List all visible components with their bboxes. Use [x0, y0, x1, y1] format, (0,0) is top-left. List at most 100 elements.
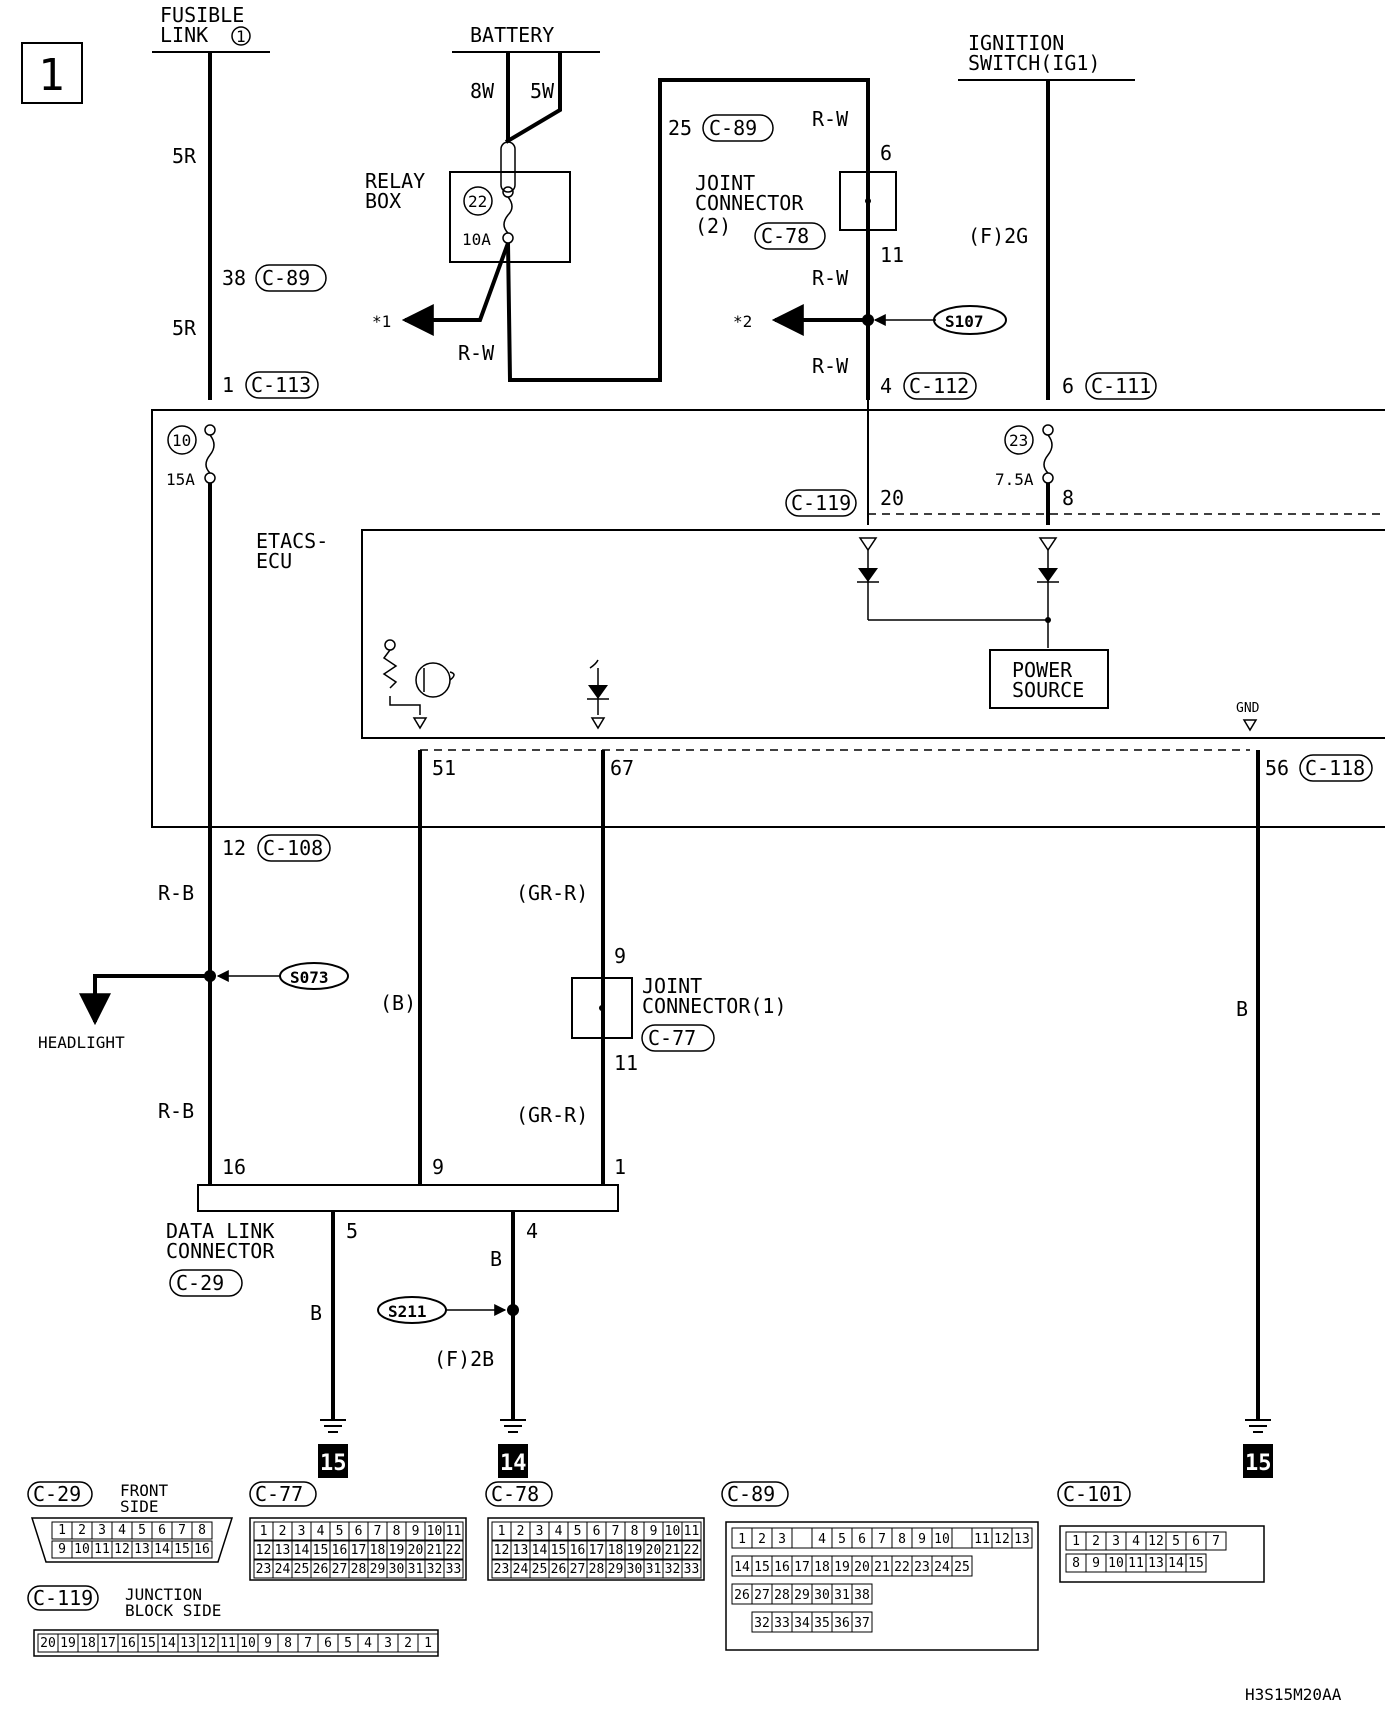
cv-c29-pin: 8 [198, 1523, 206, 1538]
cv-c101-pin: 13 [1148, 1556, 1164, 1571]
fuse-10-num: 10 [172, 431, 191, 450]
cv-c101-pin: 10 [1108, 1556, 1124, 1571]
cv-c77-pin: 32 [427, 1562, 443, 1577]
cv-c78-pin: 30 [627, 1562, 643, 1577]
data-link-connector [197, 1184, 619, 1212]
splice-s073 [279, 962, 349, 990]
cv-c119-side-2: BLOCK SIDE [125, 1601, 221, 1620]
gnd-label: GND [1236, 701, 1260, 716]
cv-c77-pin: 8 [393, 1524, 401, 1539]
joint1-conn: C-77 [648, 1026, 696, 1050]
pin-j1-11: 11 [614, 1051, 638, 1075]
wire-rw-relay-label: R-W [458, 341, 495, 365]
cv-c78-pin: 6 [593, 1524, 601, 1539]
cv-c29-pin: 1 [58, 1523, 66, 1538]
cv-c78-pin: 8 [631, 1524, 639, 1539]
cv-c119-pin: 2 [404, 1636, 412, 1651]
etacs-ecu-box [361, 529, 1385, 739]
cv-c119-pin: 3 [384, 1636, 392, 1651]
cv-c101-pin: 12 [1148, 1534, 1164, 1549]
cv-c77-pin: 16 [332, 1543, 348, 1558]
wire-5w-diag [504, 52, 562, 144]
cv-c78-pin: 25 [532, 1562, 548, 1577]
wire-rw-mid-label: R-W [812, 266, 849, 290]
joint2-conn: C-78 [761, 224, 809, 248]
pin-c108: 12 [222, 836, 246, 860]
cv-c29-pin: 12 [114, 1542, 130, 1557]
cv-c89-pin: 18 [814, 1560, 830, 1575]
cv-c101-pin: 14 [1168, 1556, 1184, 1571]
conn-c108: C-108 [263, 836, 323, 860]
cv-c119-pin: 1 [424, 1636, 432, 1651]
ground-15-badge [318, 1444, 348, 1478]
cv-c77-shell [249, 1517, 467, 1581]
cv-c77-cell [443, 1540, 464, 1560]
cv-c119-pin: 8 [284, 1636, 292, 1651]
cv-c89-name: C-89 [727, 1482, 775, 1506]
ground-symbol-2 [500, 1419, 526, 1433]
joint2-label-2: CONNECTOR [695, 191, 804, 215]
cv-c119-pin: 17 [100, 1636, 116, 1651]
cv-c29-pin: 16 [194, 1542, 210, 1557]
cv-c89-pin: 21 [874, 1560, 890, 1575]
cv-c89-pin: 26 [734, 1588, 750, 1603]
wire-rw-loop [506, 78, 870, 400]
cv-c89-shell [725, 1521, 1039, 1651]
fusible-link-label-2: LINK [160, 23, 208, 47]
cv-c77-pin: 12 [256, 1543, 272, 1558]
headlight-label: HEADLIGHT [38, 1033, 125, 1052]
pin-j1-9: 9 [614, 944, 626, 968]
wire-grr-label: (GR-R) [516, 881, 588, 905]
dlc-pin-5: 5 [346, 1219, 358, 1243]
cv-c77-cell [443, 1559, 464, 1579]
cv-c77-pin: 22 [446, 1543, 462, 1558]
cv-c101-pin: 6 [1192, 1534, 1200, 1549]
cv-c77-pin: 20 [408, 1543, 424, 1558]
wire-5r-label: 5R [172, 144, 197, 168]
cv-c29-pin: 4 [118, 1523, 126, 1538]
cv-c78-pin: 26 [551, 1562, 567, 1577]
diagram-code: H3S15M20AA [1245, 1685, 1342, 1704]
ground-15: 15 [320, 1451, 347, 1476]
ground-14: 14 [500, 1451, 527, 1476]
cv-c78-cell [681, 1521, 702, 1541]
cv-c78-pin: 28 [589, 1562, 605, 1577]
cv-c119-pin: 10 [240, 1636, 256, 1651]
cv-c77-pin: 26 [313, 1562, 329, 1577]
cv-c89-pin: 2 [758, 1532, 766, 1547]
cv-c119-pin: 4 [364, 1636, 372, 1651]
cv-c101-shell [1059, 1525, 1265, 1583]
cv-c101-pin: 4 [1132, 1534, 1140, 1549]
cv-c89-pin: 14 [734, 1560, 750, 1575]
cv-c89-cell [851, 1611, 873, 1633]
cv-c78-pin: 24 [513, 1562, 529, 1577]
cv-c77-pin: 9 [412, 1524, 420, 1539]
conn-c119: C-119 [791, 491, 851, 515]
cv-c78-pin: 14 [532, 1543, 548, 1558]
cv-c119-pin: 6 [324, 1636, 332, 1651]
ground-symbol-3 [1245, 1419, 1271, 1433]
battery-label: BATTERY [470, 23, 554, 47]
wire-b5-label: B [310, 1301, 322, 1325]
cv-c89-pin: 23 [914, 1560, 930, 1575]
pin-c119-8: 8 [1062, 486, 1074, 510]
wire-f2g-label: (F)2G [968, 224, 1028, 248]
splice-s107 [933, 305, 1007, 335]
cv-c78-pin: 33 [684, 1562, 700, 1577]
cv-c77-pin: 2 [279, 1524, 287, 1539]
cv-c89-pin: 33 [774, 1616, 790, 1631]
cv-c119-pin: 12 [200, 1636, 216, 1651]
cv-c89-cell [951, 1527, 973, 1549]
cv-c78-pin: 23 [494, 1562, 510, 1577]
relay-box-label-2: BOX [365, 189, 401, 213]
cv-c101-pin: 1 [1072, 1534, 1080, 1549]
cv-c89-pin: 12 [994, 1532, 1010, 1547]
cv-c101-pin: 15 [1188, 1556, 1204, 1571]
cv-c101-name: C-101 [1063, 1482, 1123, 1506]
relay-fuse [500, 141, 516, 193]
cv-c89-pin: 10 [934, 1532, 950, 1547]
cv-c78-pin: 20 [646, 1543, 662, 1558]
etacs-label: ETACS- [256, 529, 328, 553]
cv-c119-cell [417, 1633, 439, 1653]
cv-c77-pin: 18 [370, 1543, 386, 1558]
